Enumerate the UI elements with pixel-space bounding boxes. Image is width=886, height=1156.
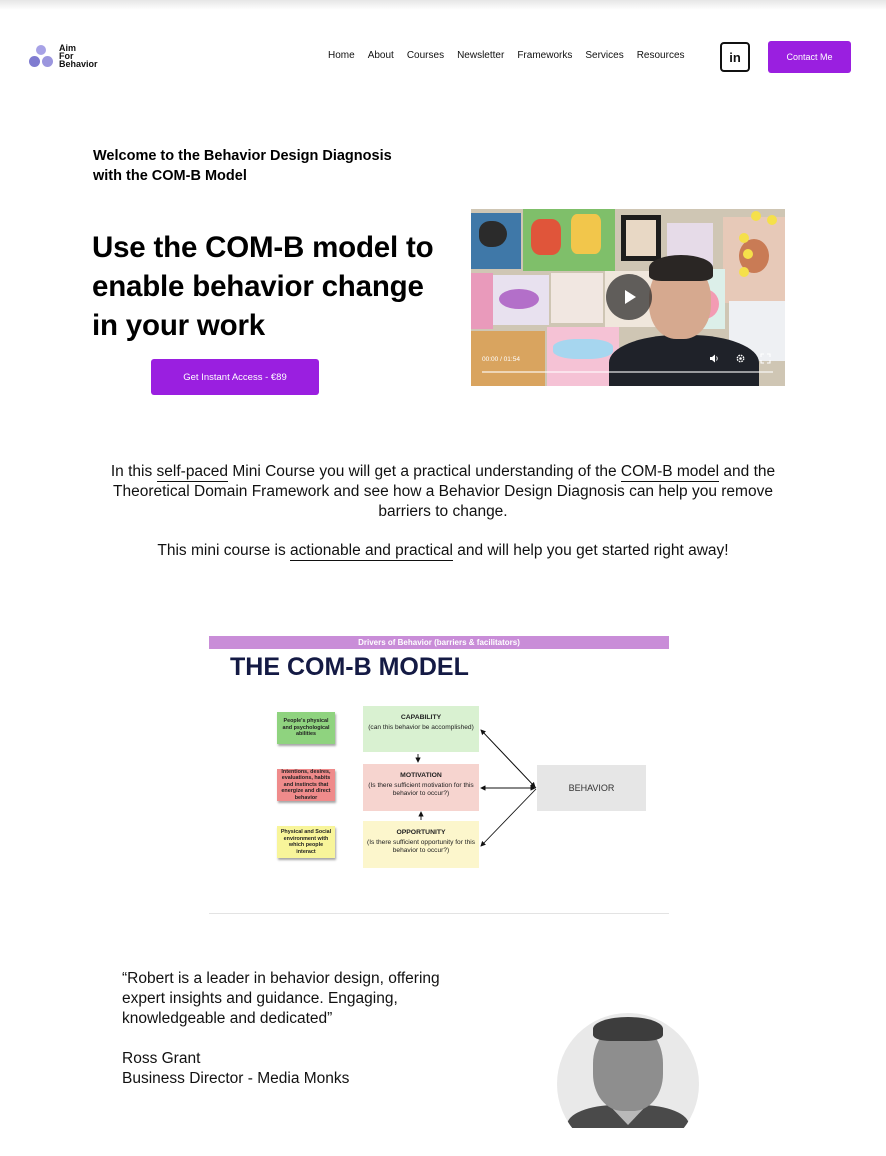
presenter-hair — [649, 255, 713, 281]
intro-text: This mini course is — [157, 542, 291, 559]
avatar-hair — [593, 1017, 663, 1041]
motivation-box: MOTIVATION (Is there sufficient motivati… — [363, 764, 479, 811]
avatar-circle — [557, 1013, 699, 1128]
sticky-note-art — [743, 249, 753, 259]
video-frame-art — [531, 219, 561, 255]
course-intro: In this self-paced Mini Course you will … — [88, 462, 798, 522]
welcome-heading: Welcome to the Behavior Design Diagnosis… — [93, 148, 392, 184]
capability-box: CAPABILITY (can this behavior be accompl… — [363, 706, 479, 752]
play-button[interactable] — [606, 274, 652, 320]
get-instant-access-button[interactable]: Get Instant Access - €89 — [151, 359, 319, 395]
logo-line: Behavior — [59, 59, 98, 69]
diagram-arrows — [415, 729, 537, 847]
main-nav: Home About Courses Newsletter Frameworks… — [328, 50, 698, 61]
author-avatar — [557, 1013, 699, 1128]
diagram-banner: Drivers of Behavior (barriers & facilita… — [209, 636, 669, 649]
fullscreen-icon[interactable] — [760, 353, 771, 364]
video-frame-art — [471, 273, 493, 329]
actionable-link[interactable]: actionable and practical — [290, 542, 453, 561]
com-b-diagram: Drivers of Behavior (barriers & facilita… — [209, 636, 669, 880]
capability-subtitle: (can this behavior be accomplished) — [368, 723, 474, 731]
sticky-note-art — [739, 233, 749, 243]
video-time: 00:00 / 01:54 — [482, 356, 520, 363]
site-logo[interactable]: Aim For Behavior — [29, 43, 98, 69]
author-name: Ross Grant — [122, 1050, 201, 1067]
com-b-model-link[interactable]: COM-B model — [620, 463, 720, 482]
intro-text: Mini Course you will get a practical und… — [228, 463, 621, 480]
testimonial-quote: “Robert is a leader in behavior design, … — [122, 970, 440, 1027]
contact-button[interactable]: Contact Me — [768, 41, 851, 73]
intro-text: and the Theoretical Domain Framework and… — [113, 463, 776, 520]
intro-text: and will help you get started right away… — [452, 542, 729, 559]
logo-dots-icon — [29, 44, 55, 68]
video-frame-art — [626, 220, 656, 256]
video-frame-art — [553, 339, 613, 359]
nav-about[interactable]: About — [367, 50, 394, 61]
capability-title: CAPABILITY — [400, 714, 442, 721]
logo-text: Aim For Behavior — [59, 43, 98, 69]
video-progress-bar[interactable] — [482, 371, 773, 373]
nav-services[interactable]: Services — [585, 50, 624, 61]
opportunity-title: OPPORTUNITY — [396, 829, 446, 836]
sticky-note-art — [767, 215, 777, 225]
presenter-body — [609, 335, 759, 386]
hero-headline: Use the COM-B model to enable behavior c… — [92, 231, 434, 342]
opportunity-box: OPPORTUNITY (Is there sufficient opportu… — [363, 821, 479, 868]
motivation-note: Intentions, desires, evaluations, habits… — [277, 769, 335, 801]
sticky-note-art — [751, 211, 761, 221]
intro-text: In this — [110, 463, 157, 480]
nav-home[interactable]: Home — [328, 50, 355, 61]
play-icon — [625, 290, 636, 304]
nav-newsletter[interactable]: Newsletter — [457, 50, 505, 61]
diagram-title: THE COM-B MODEL — [230, 653, 469, 681]
author-role: Business Director - Media Monks — [122, 1070, 350, 1087]
logo-line: For — [59, 51, 74, 61]
logo-line: Aim — [59, 43, 77, 53]
opportunity-note: Physical and Social environment with whi… — [277, 826, 335, 858]
capability-note: People's physical and psychological abil… — [277, 712, 335, 744]
course-video[interactable]: 00:00 / 01:54 — [471, 209, 785, 386]
motivation-subtitle: (Is there sufficient motivation for this… — [368, 781, 474, 798]
gear-icon[interactable] — [735, 353, 746, 364]
video-frame-art — [571, 214, 601, 254]
nav-courses[interactable]: Courses — [406, 50, 445, 61]
sticky-note-art — [739, 267, 749, 277]
nav-frameworks[interactable]: Frameworks — [517, 50, 573, 61]
motivation-title: MOTIVATION — [400, 772, 442, 779]
volume-icon[interactable] — [709, 353, 720, 364]
behavior-box: BEHAVIOR — [537, 765, 646, 811]
top-shadow — [0, 0, 886, 10]
video-frame-art — [499, 289, 539, 309]
testimonial-author: Ross Grant Business Director - Media Mon… — [122, 1049, 482, 1089]
nav-resources[interactable]: Resources — [636, 50, 685, 61]
video-frame-art — [551, 273, 603, 323]
opportunity-subtitle: (Is there sufficient opportunity for thi… — [367, 838, 475, 855]
video-frame-art — [471, 331, 545, 386]
video-frame-art — [479, 221, 507, 247]
section-divider — [209, 913, 669, 914]
self-paced-link[interactable]: self-paced — [156, 463, 229, 482]
linkedin-icon[interactable]: in — [720, 42, 750, 72]
course-intro-2: This mini course is actionable and pract… — [88, 541, 798, 561]
